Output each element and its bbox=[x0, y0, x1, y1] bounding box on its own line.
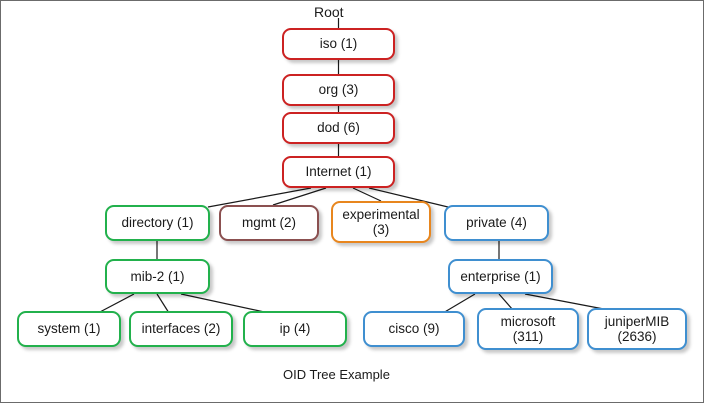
node-ip[interactable]: ip (4) bbox=[243, 311, 347, 347]
node-internet[interactable]: Internet (1) bbox=[282, 156, 395, 188]
node-mgmt[interactable]: mgmt (2) bbox=[219, 205, 319, 241]
node-dod[interactable]: dod (6) bbox=[282, 112, 395, 144]
figure-caption: OID Tree Example bbox=[283, 367, 390, 382]
node-iso[interactable]: iso (1) bbox=[282, 28, 395, 60]
edge-internet-to-experimental bbox=[352, 187, 382, 202]
node-mib2[interactable]: mib-2 (1) bbox=[105, 259, 210, 294]
node-enterprise[interactable]: enterprise (1) bbox=[448, 259, 553, 294]
edge-internet-to-mgmt bbox=[272, 187, 327, 206]
node-microsoft[interactable]: microsoft (311) bbox=[477, 308, 579, 350]
node-interfaces[interactable]: interfaces (2) bbox=[129, 311, 233, 347]
node-system[interactable]: system (1) bbox=[17, 311, 121, 347]
root-label-text: Root bbox=[314, 4, 344, 20]
root-label: Root Root bbox=[314, 4, 348, 25]
node-org[interactable]: org (3) bbox=[282, 74, 395, 106]
node-experimental[interactable]: experimental (3) bbox=[331, 201, 431, 243]
node-private[interactable]: private (4) bbox=[444, 205, 549, 241]
node-cisco[interactable]: cisco (9) bbox=[363, 311, 465, 347]
node-juniperMIB[interactable]: juniperMIB (2636) bbox=[587, 308, 687, 350]
node-directory[interactable]: directory (1) bbox=[105, 205, 210, 241]
